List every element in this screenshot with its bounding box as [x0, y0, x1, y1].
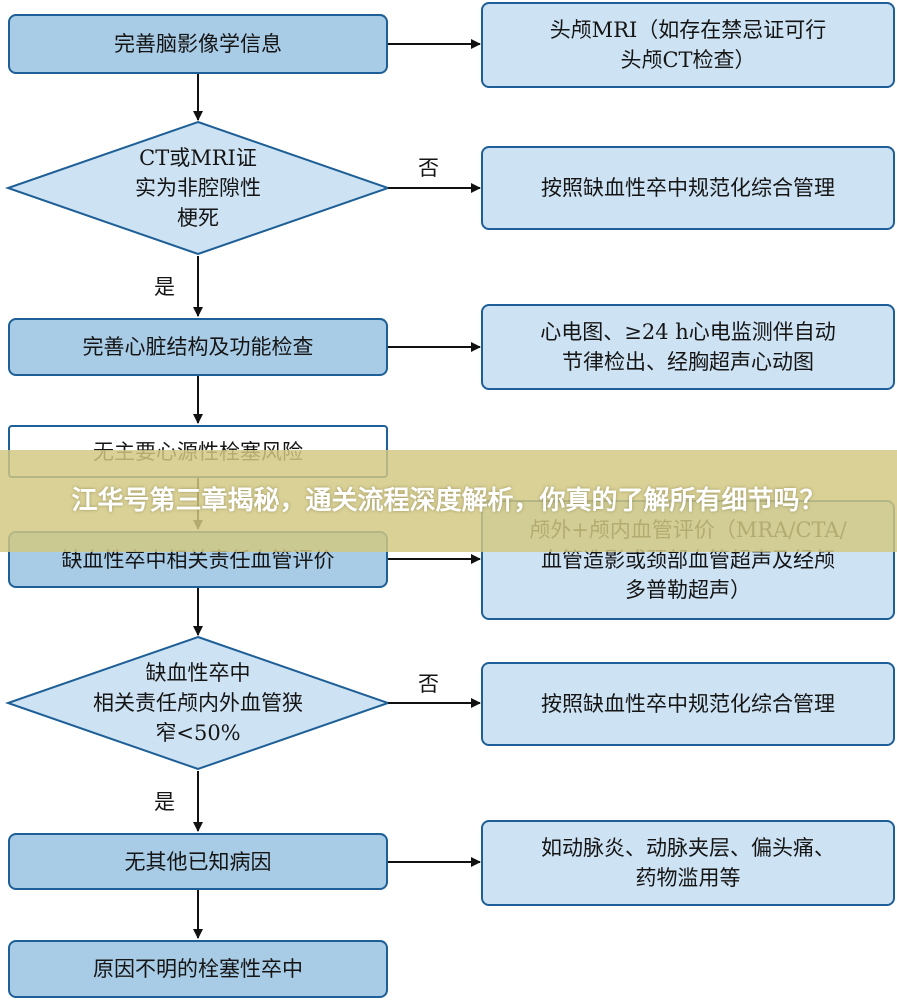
- no-label-2: 否: [418, 672, 439, 696]
- manage2-box: 按照缺血性卒中规范化综合管理: [481, 662, 895, 746]
- no-other-cause-box: 无其他已知病因: [8, 833, 388, 890]
- no-label-1: 否: [418, 156, 439, 180]
- imaging-box: 完善脑影像学信息: [8, 14, 388, 74]
- manage1-box: 按照缺血性卒中规范化综合管理: [481, 146, 895, 230]
- decision-diamond-1: [4, 120, 392, 256]
- cardiac-detail-box: 心电图、≥24 h心电监测伴自动 节律检出、经胸超声心动图: [481, 304, 895, 390]
- decision-diamond-2: [4, 635, 392, 771]
- decision2-text: 缺血性卒中 相关责任颅内外血管狭 窄<50%: [93, 661, 303, 745]
- title-banner: 江华号第三章揭秘，通关流程深度解析，你真的了解所有细节吗？: [0, 450, 897, 552]
- other-causes-box: 如动脉炎、动脉夹层、偏头痛、 药物滥用等: [481, 820, 895, 906]
- cardiac-box: 完善心脏结构及功能检查: [8, 318, 388, 376]
- esus-box: 原因不明的栓塞性卒中: [8, 940, 388, 998]
- yes-label-1: 是: [154, 275, 175, 299]
- decision1-text: CT或MRI证 实为非腔隙性 梗死: [135, 146, 261, 230]
- imaging-detail-box: 头颅MRI（如存在禁忌证可行 头颅CT检查）: [481, 2, 895, 88]
- yes-label-2: 是: [154, 790, 175, 814]
- banner-text: 江华号第三章揭秘，通关流程深度解析，你真的了解所有细节吗？: [71, 486, 826, 516]
